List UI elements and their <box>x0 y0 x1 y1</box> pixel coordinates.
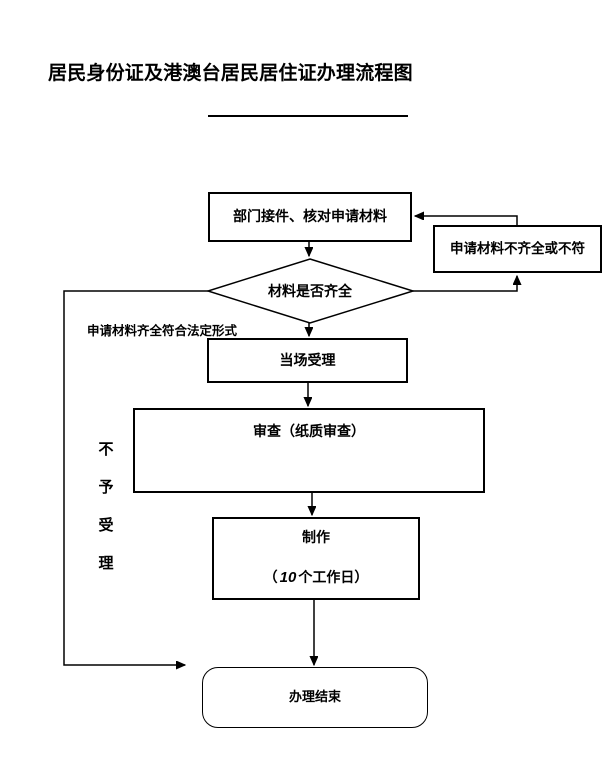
connector-reject-to-end <box>63 290 208 665</box>
node-receive-label: 部门接件、核对申请材料 <box>233 208 387 225</box>
duration-open-paren: （ <box>263 569 278 586</box>
decision-diamond-shape <box>205 258 416 324</box>
node-paper-review: 审查（纸质审查） <box>133 408 485 493</box>
node-review-label: 审查（纸质审查） <box>253 423 365 439</box>
node-production-label: 制作 <box>302 528 330 545</box>
title-underline <box>208 115 408 117</box>
node-incomplete-label: 申请材料不齐全或不符 <box>450 240 585 256</box>
materials-qualified-label: 申请材料齐全符合法定形式 <box>87 324 238 338</box>
connector-incomplete-to-receive <box>415 216 518 225</box>
duration-close-text: 个工作日） <box>298 569 369 586</box>
node-accept-on-spot: 当场受理 <box>207 338 408 383</box>
reject-vertical-label: 不予受理 <box>98 441 114 572</box>
decision-node-label: 材料是否齐全 <box>268 283 352 299</box>
node-receive-materials: 部门接件、核对申请材料 <box>208 192 412 242</box>
node-materials-incomplete: 申请材料不齐全或不符 <box>433 225 602 273</box>
page-title: 居民身份证及港澳台居民居住证办理流程图 <box>48 63 413 84</box>
node-process-end: 办理结束 <box>202 667 428 728</box>
node-accept-label: 当场受理 <box>279 351 336 368</box>
node-end-label: 办理结束 <box>288 689 341 705</box>
duration-days-value: 10 <box>279 569 297 587</box>
connector-decision-to-incomplete <box>413 276 517 292</box>
